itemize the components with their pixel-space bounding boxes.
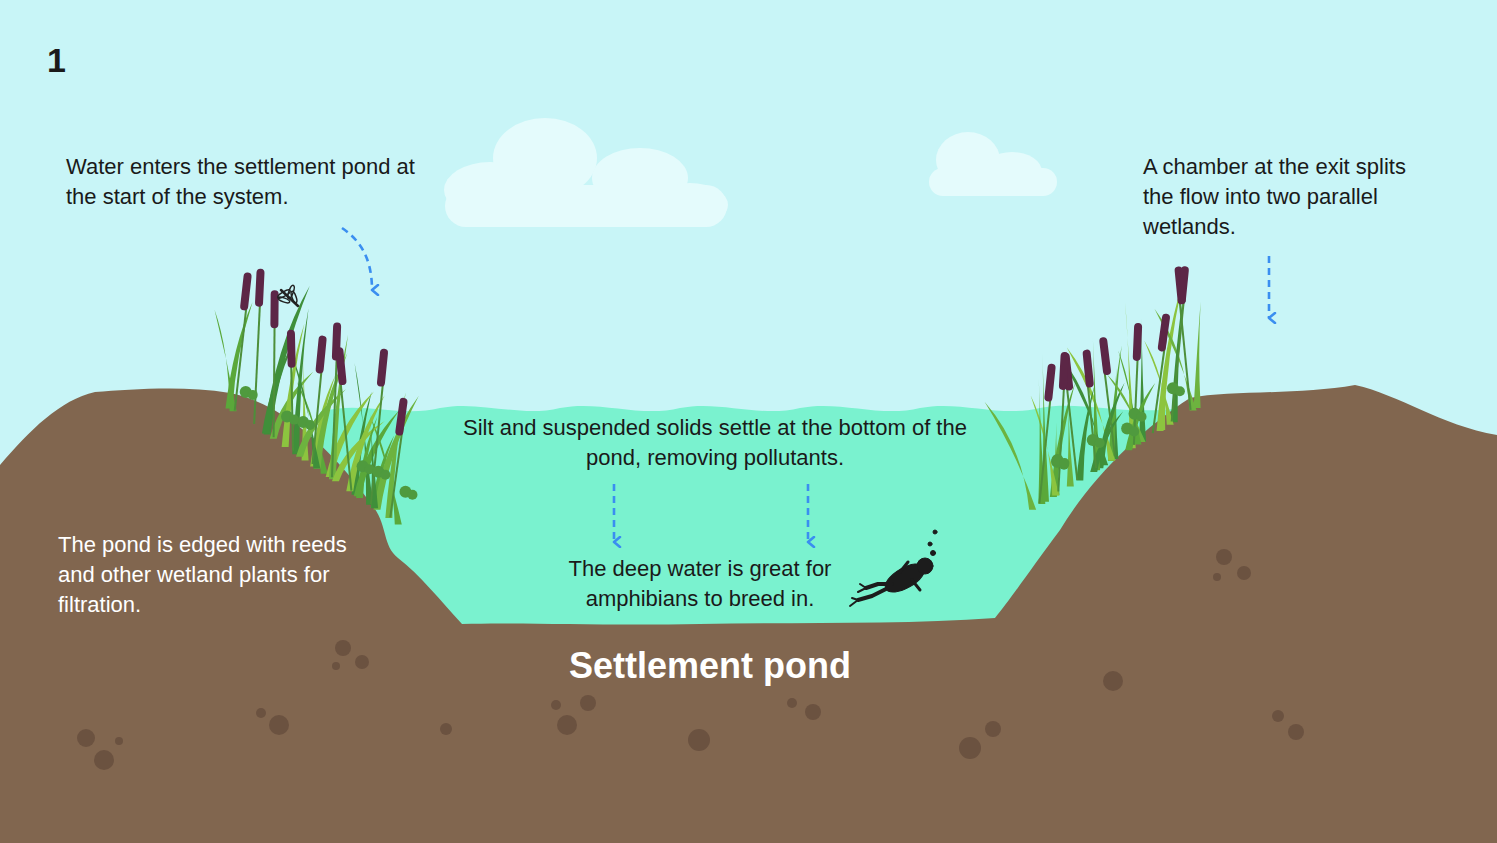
reed-clump: [214, 269, 418, 525]
reed-leaf: [985, 402, 1037, 510]
cloud: [929, 132, 1057, 196]
reed-stem: [274, 311, 275, 437]
reed-leaf: [292, 308, 308, 454]
reed-stem: [291, 355, 293, 450]
cattail-head: [335, 347, 347, 386]
cattail-head: [1157, 313, 1170, 352]
note-text: Water enters the settlement pond at the …: [66, 152, 418, 212]
cloud: [444, 118, 728, 227]
clover-leaf: [248, 390, 258, 400]
part-name: Settlement pond: [480, 644, 940, 688]
reed-stem: [254, 288, 261, 424]
clover-leaf: [1137, 412, 1147, 422]
clover-leaf: [1175, 386, 1185, 396]
cattail-head: [287, 330, 296, 368]
reed-stem: [1039, 386, 1051, 503]
clover-leaf: [1095, 438, 1105, 448]
reed-stem: [371, 368, 385, 504]
reed-leaf: [296, 389, 346, 456]
label-box: The pond is edged with reeds and other w…: [58, 530, 358, 620]
cattail-head: [1059, 352, 1069, 390]
reed-stem: [1153, 339, 1166, 433]
clover-leaf: [407, 490, 417, 500]
label-box: A chamber at the exit splits the flow in…: [1143, 152, 1433, 242]
reed-leaf: [1194, 302, 1201, 408]
reed-leaf: [346, 395, 385, 491]
cattail-head: [240, 272, 252, 311]
cattail-head: [1177, 266, 1189, 305]
reed-leaf: [356, 417, 377, 498]
reed-stem: [332, 342, 337, 477]
inflow-arrow: [342, 228, 372, 290]
reed-stem: [313, 360, 323, 464]
frog: [850, 530, 937, 606]
outflow-arrow: [1268, 256, 1271, 318]
clover-leaf: [305, 420, 315, 430]
clover-leaf: [1129, 426, 1139, 436]
label-box: Settlement pond: [480, 644, 940, 688]
reed-beds: [214, 266, 1200, 525]
cattail-head: [377, 348, 389, 387]
note-text: The pond is edged with reeds and other w…: [58, 530, 358, 620]
cattail-head: [395, 397, 408, 436]
clover-leaf: [380, 470, 390, 480]
callout-number: 1: [47, 40, 107, 80]
dragonfly: [277, 285, 298, 306]
reed-clump: [985, 266, 1201, 510]
reed-stem: [1058, 374, 1064, 491]
reed-stem: [1104, 363, 1115, 456]
clover-leaf: [289, 415, 299, 425]
reed-leaf: [214, 309, 236, 411]
cattail-head: [255, 269, 265, 307]
label-box: Silt and suspended solids settle at the …: [455, 413, 975, 473]
settle-arrow: [613, 484, 616, 542]
cattail-head: [1133, 323, 1143, 361]
settle-arrow: [807, 484, 810, 542]
reed-stem: [1087, 376, 1096, 468]
note-text: A chamber at the exit splits the flow in…: [1143, 152, 1433, 242]
cattail-head: [1044, 363, 1056, 402]
cattail-head: [1099, 337, 1112, 376]
label-box: Water enters the settlement pond at the …: [66, 152, 418, 212]
note-text: The deep water is great for amphibians t…: [540, 554, 860, 614]
reed-stem: [339, 369, 351, 491]
label-box: The deep water is great for amphibians t…: [540, 554, 860, 614]
cattail-head: [1082, 349, 1094, 388]
flow-arrows: [342, 228, 1269, 542]
label-box: 1: [47, 40, 107, 80]
reed-stem: [390, 424, 403, 518]
clover-leaf: [1059, 458, 1069, 468]
ground: [0, 385, 1497, 843]
note-text: Silt and suspended solids settle at the …: [455, 413, 975, 473]
cattail-head: [315, 335, 327, 374]
reed-stem: [1172, 286, 1186, 422]
reed-leaf: [369, 408, 378, 508]
